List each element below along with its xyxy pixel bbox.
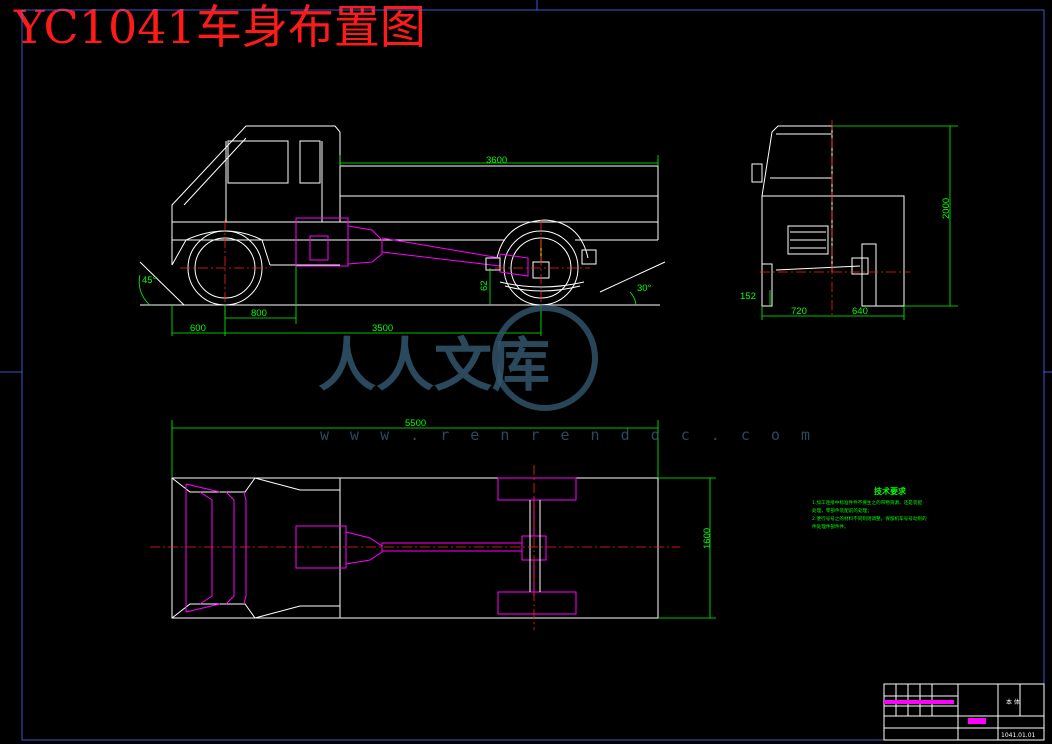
dim-departure-angle: 30°	[637, 283, 652, 294]
dim-152: 152	[740, 291, 756, 302]
side-driveline	[295, 217, 529, 277]
drawing-title: YC1041车身布置图	[14, 0, 426, 54]
title-block-drawing-number: 1041.01.01	[1001, 732, 1036, 739]
dim-wheelbase: 3500	[372, 323, 393, 334]
dim-approach-angle: 45°	[142, 275, 157, 286]
notes-line-4: 件处理件部件件。	[812, 523, 849, 530]
watermark-logo-ring	[492, 305, 598, 411]
notes-heading: 技术要求	[874, 486, 907, 496]
notes-line-1: 1.加工连接中标准件件不要生之的带物资源。还是装配	[812, 499, 922, 506]
dim-720: 720	[791, 306, 807, 317]
cab-window	[227, 140, 289, 184]
dim-front-overhang: 600	[190, 323, 206, 334]
notes-line-3: 2.便行号号之的材料不同则则调整。保留机车号号动则的	[812, 515, 927, 522]
title-block: 本 体 1041.01.01	[883, 683, 1045, 741]
dim-body-length: 3600	[486, 155, 507, 166]
dim-640: 640	[852, 306, 868, 317]
side-view	[138, 125, 666, 336]
top-outline	[171, 477, 659, 619]
watermark: 人人文库 w w w . r e n r e n d o c . c o m	[318, 305, 816, 444]
dim-height: 2000	[941, 198, 952, 219]
dim-ground-clearance: 62	[479, 280, 490, 291]
technical-notes: 技术要求 1.加工连接中标准件件不要生之的带物资源。还是装配 处理，零部件装配前…	[812, 486, 927, 530]
watermark-text: 人人文库	[318, 331, 550, 399]
cargo-body	[339, 165, 659, 223]
dim-800: 800	[251, 308, 267, 319]
dim-overall-length: 5500	[405, 418, 426, 429]
dim-width: 1600	[702, 528, 713, 549]
top-view	[150, 420, 716, 630]
front-view	[751, 120, 958, 320]
notes-line-2: 处理，零部件装配前的处理；	[812, 507, 872, 514]
cab-side-window	[299, 140, 321, 184]
title-block-material: 本 体	[1006, 698, 1020, 706]
watermark-url: w w w . r e n r e n d o c . c o m	[320, 426, 816, 444]
